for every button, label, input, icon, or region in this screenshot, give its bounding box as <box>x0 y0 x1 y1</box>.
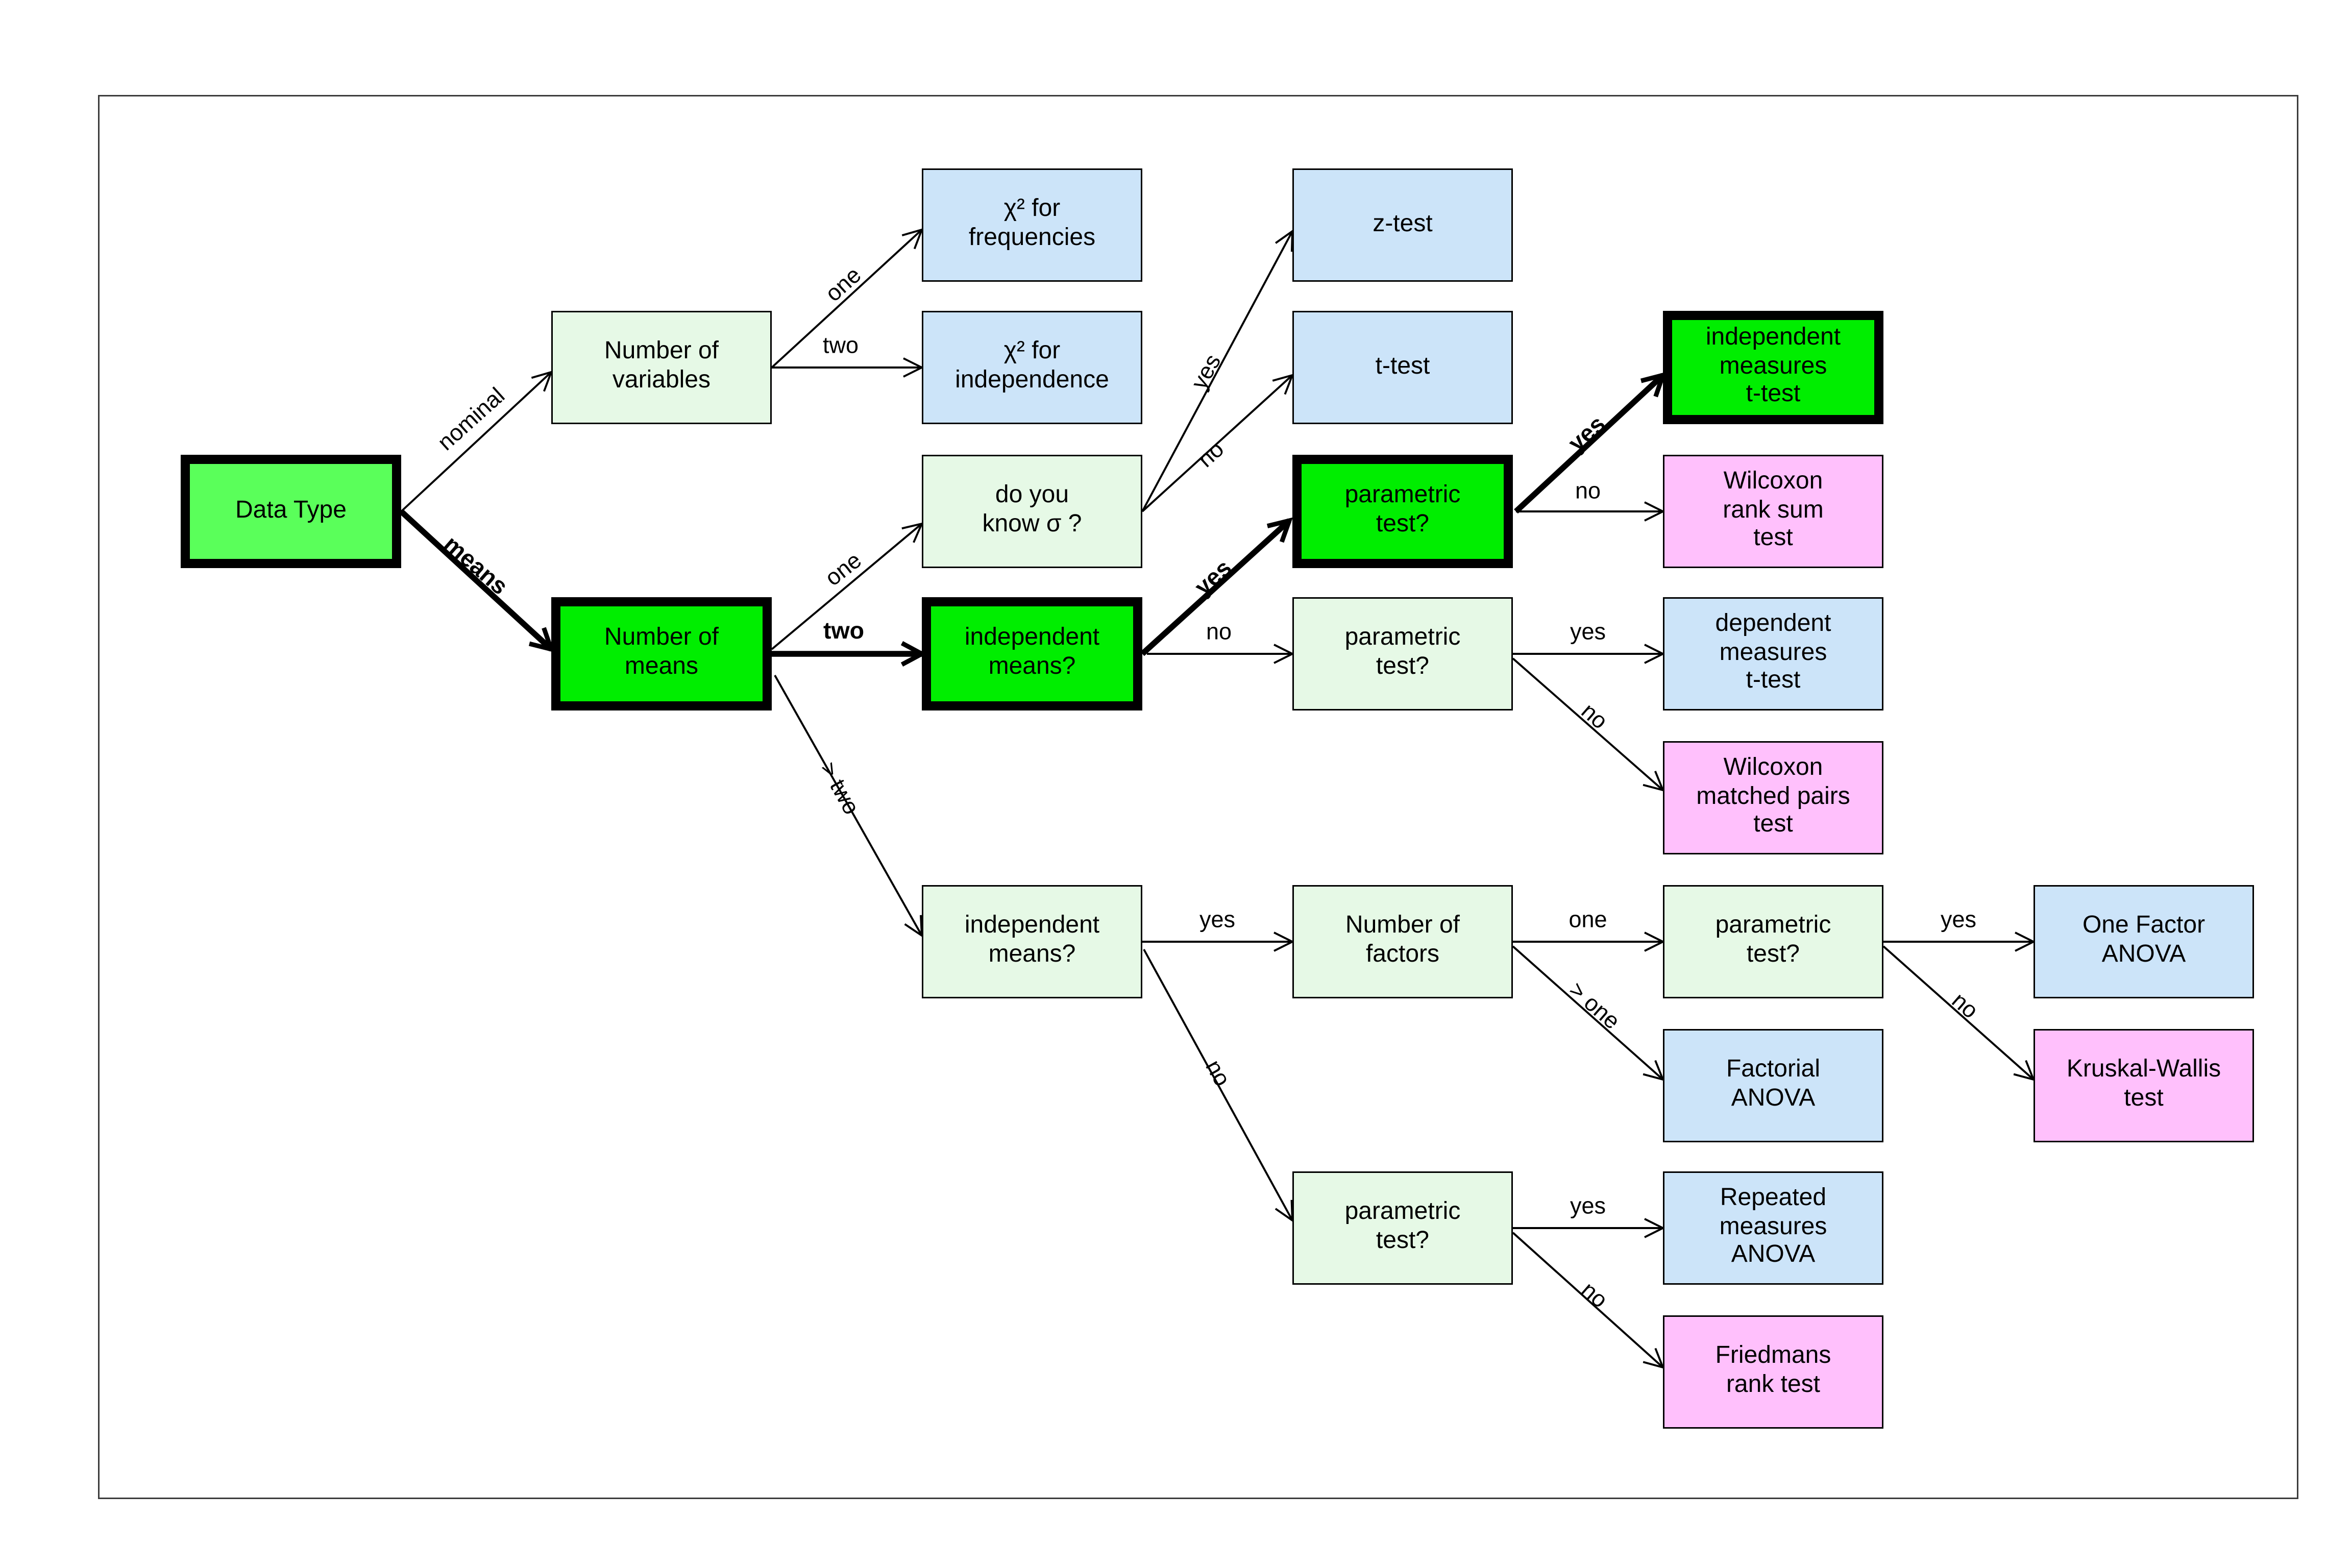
node-number-of-means: Number of means <box>551 597 772 710</box>
edge-parametric-2-no <box>1512 657 1665 792</box>
edge-label-independent-2-yes: yes <box>1199 907 1236 934</box>
node-repeated-measures-anova: Repeated measures ANOVA <box>1663 1171 1883 1285</box>
edge-parametric-3-no <box>1882 945 2036 1081</box>
node-parametric-test-1: parametric test? <box>1292 455 1513 568</box>
edge-label-means-two: two <box>823 619 865 645</box>
node-t-test: t-test <box>1292 311 1513 424</box>
node-z-test: z-test <box>1292 168 1513 282</box>
node-chi-squared-frequencies: χ² for frequencies <box>922 168 1142 282</box>
edge-label-parametric-3-yes: yes <box>1940 907 1977 934</box>
edge-label-parametric-2-yes: yes <box>1570 619 1606 646</box>
edge-nominal <box>400 371 553 512</box>
edge-means <box>399 509 555 653</box>
node-parametric-test-4: parametric test? <box>1292 1171 1513 1285</box>
node-chi-squared-independence: χ² for independence <box>922 311 1142 424</box>
edge-label-factors-one: one <box>1569 907 1607 934</box>
node-number-of-variables: Number of variables <box>551 311 772 424</box>
node-parametric-test-2: parametric test? <box>1292 597 1513 710</box>
node-parametric-test-3: parametric test? <box>1663 885 1883 998</box>
edge-label-variables-two: two <box>822 333 859 359</box>
node-one-factor-anova: One Factor ANOVA <box>2033 885 2254 998</box>
node-number-of-factors: Number of factors <box>1292 885 1513 998</box>
edge-label-parametric-4-yes: yes <box>1570 1193 1606 1220</box>
node-factorial-anova: Factorial ANOVA <box>1663 1029 1883 1142</box>
edge-sigma-no <box>1141 374 1294 512</box>
node-independent-measures-t-test: independent measures t-test <box>1663 311 1883 424</box>
node-independent-means-2: independent means? <box>922 885 1142 998</box>
edge-parametric-1-yes <box>1514 372 1667 514</box>
edge-parametric-4-no <box>1512 1232 1665 1369</box>
node-data-type: Data Type <box>181 455 401 568</box>
node-dependent-measures-t-test: dependent measures t-test <box>1663 597 1883 710</box>
edge-label-independent-1-no: no <box>1206 619 1232 646</box>
edge-independent-2-no <box>1143 949 1294 1222</box>
node-friedmans-rank-test: Friedmans rank test <box>1663 1315 1883 1429</box>
edge-means-gt-two <box>774 675 923 938</box>
edge-label-parametric-1-no: no <box>1575 478 1601 505</box>
diagram-frame <box>98 95 2298 1499</box>
node-kruskal-wallis-test: Kruskal-Wallis test <box>2033 1029 2254 1142</box>
edge-factors-gt-one <box>1512 945 1665 1081</box>
node-do-you-know-sigma: do you know σ ? <box>922 455 1142 568</box>
node-independent-means-1: independent means? <box>922 597 1142 710</box>
edge-variables-one <box>771 228 924 369</box>
edge-means-one <box>771 522 924 650</box>
edge-independent-1-yes <box>1140 517 1293 656</box>
edge-sigma-yes <box>1141 229 1294 512</box>
node-wilcoxon-matched-pairs-test: Wilcoxon matched pairs test <box>1663 741 1883 854</box>
node-wilcoxon-rank-sum-test: Wilcoxon rank sum test <box>1663 455 1883 568</box>
